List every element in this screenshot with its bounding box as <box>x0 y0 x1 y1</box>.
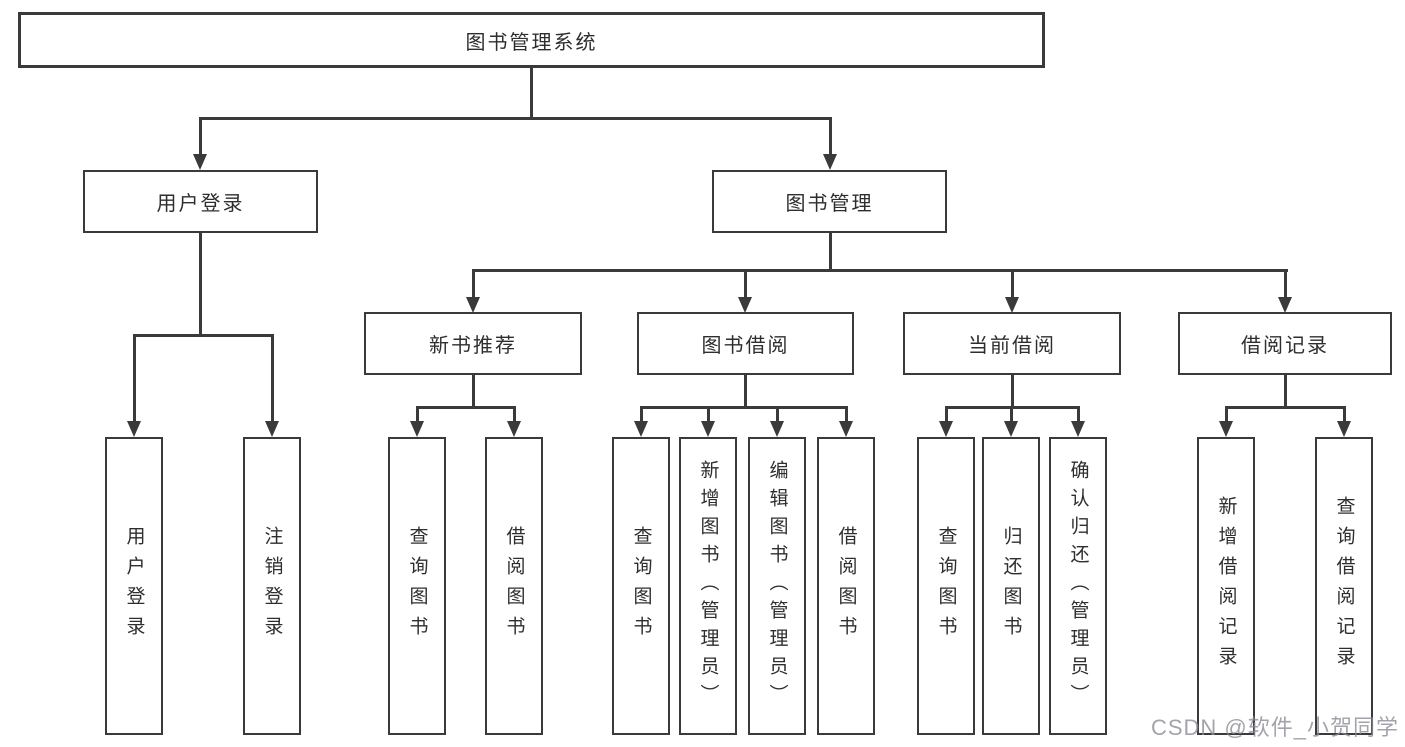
csdn-watermark: CSDN @软件_小贺同学 <box>1150 715 1399 740</box>
node-current-borrowing-label: 当前借阅 <box>968 335 1056 357</box>
arrowhead-down-icon <box>1219 421 1233 437</box>
leaf-query-borrow-record-label: 查询借阅记录 <box>1333 496 1355 676</box>
leaf-borrow-books-2-label: 借阅图书 <box>835 526 857 646</box>
connector-drop <box>828 119 832 156</box>
arrowhead-down-icon <box>410 421 424 437</box>
node-new-book-recommend: 新书推荐 <box>364 312 582 375</box>
arrowhead-down-icon <box>127 421 141 437</box>
connector-level3-rail <box>471 269 1288 272</box>
leaf-query-books-1-label: 查询图书 <box>406 526 428 646</box>
node-user-login: 用户登录 <box>83 170 318 233</box>
node-borrowing-records-label: 借阅记录 <box>1241 335 1329 357</box>
arrowhead-down-icon <box>839 421 853 437</box>
arrowhead-down-icon <box>738 297 752 313</box>
leaf-return-books-label: 归还图书 <box>1000 526 1022 646</box>
leaf-borrow-books-1: 借阅图书 <box>485 437 543 735</box>
leaf-borrow-books-1-label: 借阅图书 <box>503 526 525 646</box>
connector-rail <box>639 406 848 409</box>
arrowhead-down-icon <box>193 154 207 170</box>
leaf-user-login-label: 用户登录 <box>123 526 145 646</box>
connector-level2-rail <box>198 117 832 120</box>
connector-drop <box>639 408 643 423</box>
leaf-add-borrow-record: 新增借阅记录 <box>1197 437 1255 735</box>
arrowhead-down-icon <box>701 421 715 437</box>
node-root: 图书管理系统 <box>18 12 1045 68</box>
connector-drop <box>1076 408 1080 423</box>
leaf-logout: 注销登录 <box>243 437 301 735</box>
node-new-book-recommend-label: 新书推荐 <box>429 335 517 357</box>
connector-drop <box>132 336 136 423</box>
leaf-edit-books-admin-label: 编辑图书（管理员） <box>766 460 788 712</box>
arrowhead-down-icon <box>466 297 480 313</box>
connector-drop <box>270 336 274 423</box>
connector-drop <box>743 271 747 299</box>
connector-drop <box>775 408 779 423</box>
node-borrowing-records: 借阅记录 <box>1178 312 1392 375</box>
connector-drop <box>198 119 202 156</box>
connector-drop <box>706 408 710 423</box>
leaf-confirm-return-admin: 确认归还（管理员） <box>1049 437 1107 735</box>
leaf-confirm-return-admin-label: 确认归还（管理员） <box>1067 460 1089 712</box>
connector-stem <box>1010 375 1014 409</box>
node-book-management-label: 图书管理 <box>785 193 874 215</box>
connector-drop <box>944 408 948 423</box>
arrowhead-down-icon <box>1278 297 1292 313</box>
arrowhead-down-icon <box>507 421 521 437</box>
connector-stem <box>471 375 475 409</box>
connector-rail <box>415 406 516 409</box>
connector-drop <box>512 408 516 423</box>
arrowhead-down-icon <box>1071 421 1085 437</box>
leaf-logout-label: 注销登录 <box>261 526 283 646</box>
connector-rail <box>1224 406 1346 409</box>
leaf-add-books-admin-label: 新增图书（管理员） <box>697 460 719 712</box>
connector-stem <box>198 233 202 337</box>
arrowhead-down-icon <box>939 421 953 437</box>
leaf-edit-books-admin: 编辑图书（管理员） <box>748 437 806 735</box>
leaf-query-books-2-label: 查询图书 <box>630 526 652 646</box>
leaf-query-books-3: 查询图书 <box>917 437 975 735</box>
connector-drop <box>1283 271 1287 299</box>
node-current-borrowing: 当前借阅 <box>903 312 1121 375</box>
leaf-query-books-1: 查询图书 <box>388 437 446 735</box>
node-root-label: 图书管理系统 <box>465 31 598 54</box>
node-book-borrowing-label: 图书借阅 <box>701 335 790 357</box>
leaf-add-books-admin: 新增图书（管理员） <box>679 437 737 735</box>
node-book-borrowing: 图书借阅 <box>637 312 854 375</box>
connector-drop <box>1009 408 1013 423</box>
arrowhead-down-icon <box>823 154 837 170</box>
connector-drop <box>1010 271 1014 299</box>
arrowhead-down-icon <box>770 421 784 437</box>
arrowhead-down-icon <box>1005 297 1019 313</box>
connector-rail <box>944 406 1080 409</box>
connector-drop <box>415 408 419 423</box>
arrowhead-down-icon <box>1004 421 1018 437</box>
arrowhead-down-icon <box>265 421 279 437</box>
leaf-add-borrow-record-label: 新增借阅记录 <box>1215 496 1237 676</box>
leaf-query-books-2: 查询图书 <box>612 437 670 735</box>
connector-drop <box>844 408 848 423</box>
connector-stem <box>828 233 832 272</box>
connector-drop <box>471 271 475 299</box>
leaf-return-books: 归还图书 <box>982 437 1040 735</box>
arrowhead-down-icon <box>1337 421 1351 437</box>
node-book-management: 图书管理 <box>712 170 947 233</box>
leaf-borrow-books-2: 借阅图书 <box>817 437 875 735</box>
connector-rail <box>132 334 274 337</box>
leaf-query-borrow-record: 查询借阅记录 <box>1315 437 1373 735</box>
leaf-user-login: 用户登录 <box>105 437 163 735</box>
connector-drop <box>1224 408 1228 423</box>
connector-root-stem <box>529 68 533 119</box>
connector-drop <box>1342 408 1346 423</box>
leaf-query-books-3-label: 查询图书 <box>935 526 957 646</box>
arrowhead-down-icon <box>634 421 648 437</box>
connector-stem <box>743 375 747 409</box>
connector-stem <box>1283 375 1287 409</box>
node-user-login-label: 用户登录 <box>156 193 245 215</box>
